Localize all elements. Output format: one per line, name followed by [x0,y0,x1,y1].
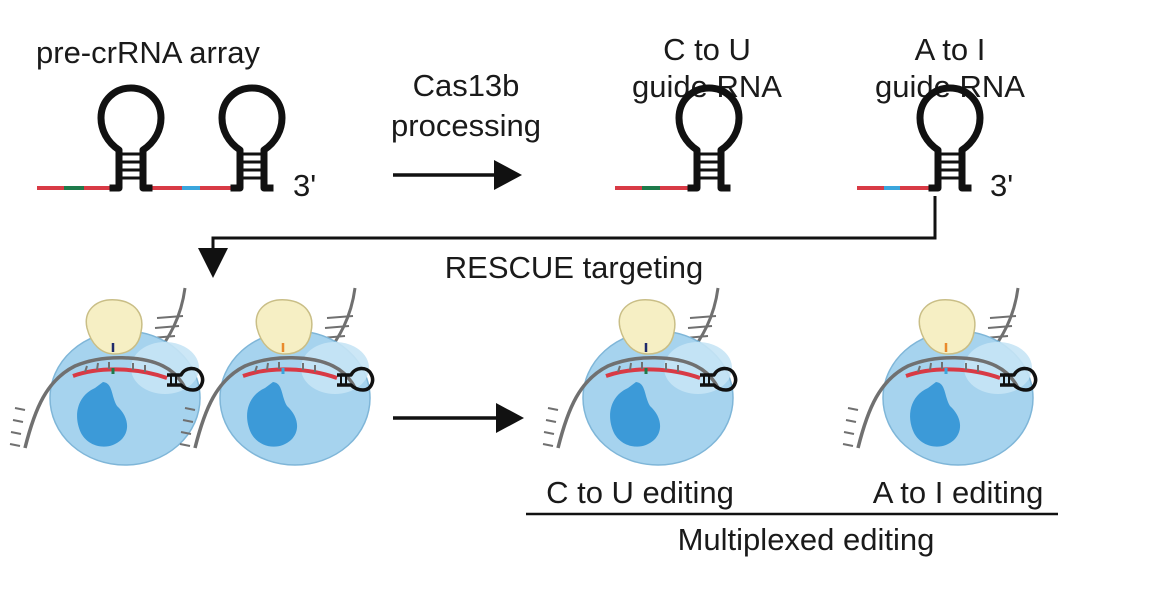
editing-arrow [393,403,524,433]
a-to-i-guide-line1: A to I [915,32,986,67]
rescue-targeting-label: RESCUE targeting [445,250,703,285]
pre-crrna-array: pre-crRNA array 3' [36,35,316,203]
hairpin-2 [222,88,282,188]
rescue-targeting-arrow: RESCUE targeting [198,196,937,285]
c-to-u-editing-label: C to U editing [546,475,734,510]
c-to-u-guide-line1: C to U [663,32,751,67]
pre-crrna-array-label: pre-crRNA array [36,35,260,70]
hairpin-1 [101,88,161,188]
complex-3 [541,286,738,467]
processing-label: processing [391,108,541,143]
complex-2 [178,286,375,467]
c-to-u-guide: C to U guide RNA [615,32,782,188]
multiplexed-editing-label: Multiplexed editing [678,522,935,557]
cas13b-processing: Cas13b processing [391,68,541,190]
three-prime-label-2: 3' [990,168,1013,203]
three-prime-label: 3' [293,168,316,203]
a-to-i-guide: A to I guide RNA 3' [857,32,1025,203]
cas13b-label: Cas13b [413,68,520,103]
complex-4 [841,286,1038,467]
complex-1 [8,286,205,467]
a-to-i-editing-label: A to I editing [873,475,1044,510]
